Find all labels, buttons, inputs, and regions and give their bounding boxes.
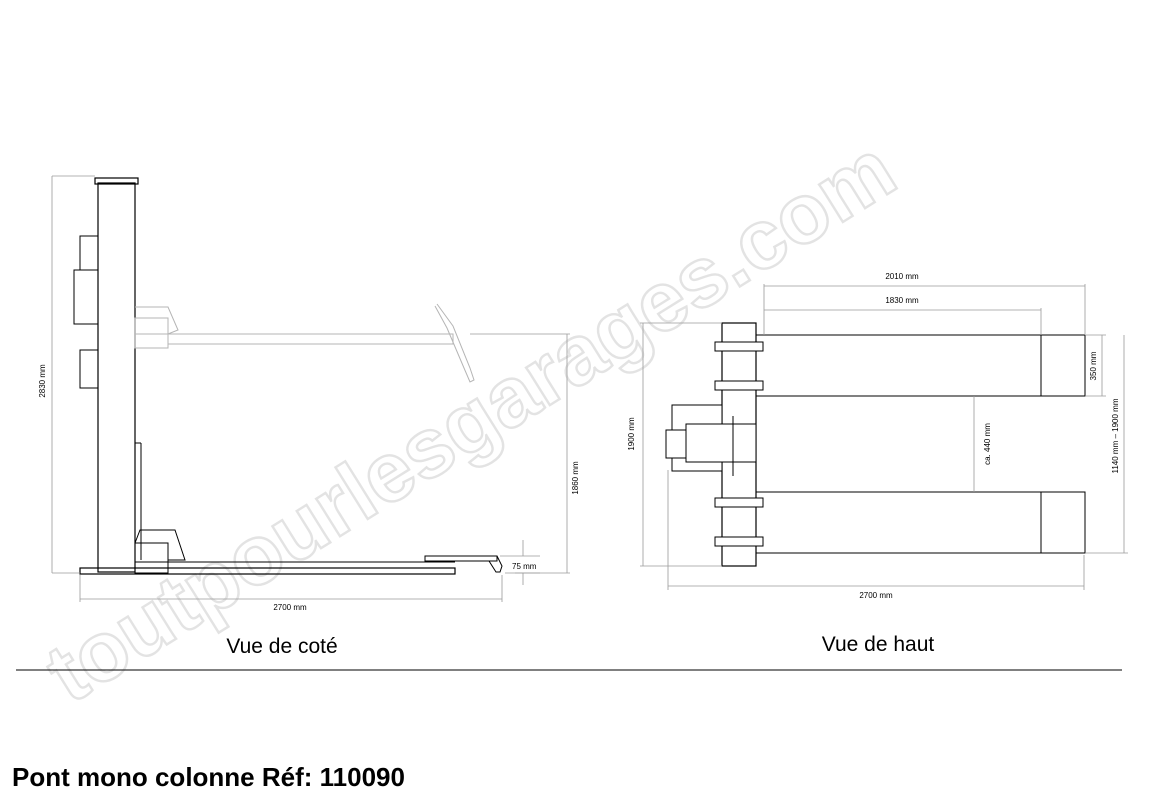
pump-box [73, 269, 99, 325]
motor-box [79, 235, 99, 271]
lower-arm [755, 491, 1086, 554]
plate-3 [714, 497, 764, 508]
dim-top-width: 1900 mm [627, 417, 636, 451]
watermark-text: toutpourlesgarages.com [30, 121, 911, 720]
dim-top-arm-length-max: 2010 mm [885, 272, 919, 281]
lower-arm-pad [1040, 491, 1086, 554]
side-view-dimension-lines [51, 175, 570, 602]
side-view-drawing [73, 177, 503, 575]
dim-side-ramp-height: 75 mm [512, 562, 537, 571]
pump-unit [685, 423, 757, 463]
dim-side-height-total: 2830 mm [38, 364, 47, 398]
plate-4 [714, 536, 764, 547]
lower-carriage [134, 542, 169, 574]
dim-top-length: 2700 mm [859, 591, 893, 600]
dim-top-adjust-range: 1140 mm – 1900 mm [1111, 398, 1120, 473]
upper-arm [755, 334, 1086, 397]
plate-2 [714, 380, 764, 391]
column [97, 182, 136, 573]
dim-top-arm-length-min: 1830 mm [885, 296, 919, 305]
motor-cap [665, 429, 687, 459]
control-box [79, 349, 99, 389]
base-plate [79, 567, 456, 575]
top-view-dimension-lines [640, 284, 1128, 590]
lower-arm-bracket [134, 529, 186, 561]
dim-top-inner-gap: ca. 440 mm [983, 423, 992, 465]
top-view-label: Vue de haut [822, 633, 935, 656]
column-cap [94, 177, 139, 185]
raised-arm [134, 303, 475, 383]
top-view-drawing [665, 322, 1086, 567]
upper-arm-pad [1040, 334, 1086, 397]
dim-side-length: 2700 mm [273, 603, 307, 612]
plate-1 [714, 341, 764, 352]
dim-top-pad-width: 350 mm [1089, 351, 1098, 380]
ramp [424, 555, 498, 562]
side-view-label: Vue de coté [226, 635, 337, 658]
product-title: Pont mono colonne Réf: 110090 [12, 762, 405, 792]
dim-side-arm-height: 1860 mm [571, 461, 580, 495]
